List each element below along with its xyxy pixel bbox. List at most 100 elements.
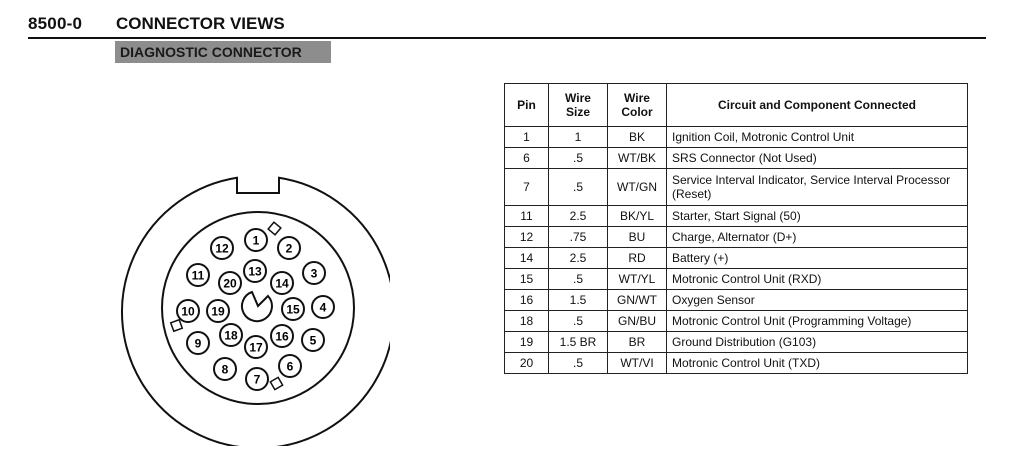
pin-label: 6	[287, 360, 294, 374]
pin-circle	[302, 261, 326, 285]
cell-color: BK	[607, 126, 667, 148]
pin-1: 1	[244, 228, 268, 252]
cell-color: WT/BK	[607, 147, 667, 169]
pin-label: 3	[311, 267, 318, 281]
pin-circle	[278, 354, 302, 378]
table-row: 19 1.5 BR BR Ground Distribution (G103)	[504, 331, 968, 353]
cell-color: GN/BU	[607, 310, 667, 332]
pin-circle	[186, 263, 210, 287]
pin-6: 6	[278, 354, 302, 378]
cell-color: WT/VI	[607, 352, 667, 374]
pin-11: 11	[186, 263, 210, 287]
pin-circle	[176, 299, 200, 323]
pin-9: 9	[186, 331, 210, 355]
pin-15: 15	[281, 297, 305, 321]
header-pin: Pin	[504, 83, 549, 127]
wire-table: Pin Wire Size Wire Color Circuit and Com…	[504, 83, 968, 374]
pin-label: 17	[249, 341, 263, 355]
pin-circle	[244, 335, 268, 359]
cell-circuit: Starter, Start Signal (50)	[666, 205, 968, 227]
cell-circuit: Oxygen Sensor	[666, 289, 968, 311]
pin-circle	[311, 295, 335, 319]
cell-pin: 7	[504, 168, 549, 206]
connector-housing	[121, 176, 390, 446]
key-tab-bottom	[269, 376, 284, 391]
table-row: 18 .5 GN/BU Motronic Control Unit (Progr…	[504, 310, 968, 332]
cell-pin: 19	[504, 331, 549, 353]
connector-face	[161, 211, 355, 405]
pin-label: 16	[275, 330, 289, 344]
pin-label: 14	[275, 277, 289, 291]
cell-pin: 14	[504, 247, 549, 269]
pin-18: 18	[219, 323, 243, 347]
cell-size: .5	[548, 147, 608, 169]
cell-pin: 12	[504, 226, 549, 248]
pin-circle	[301, 328, 325, 352]
pin-circle	[210, 236, 234, 260]
cell-size: .5	[548, 268, 608, 290]
cell-circuit: Service Interval Indicator, Service Inte…	[666, 168, 968, 206]
table-row: 15 .5 WT/YL Motronic Control Unit (RXD)	[504, 268, 968, 290]
cell-size: 2.5	[548, 205, 608, 227]
center-key	[240, 290, 273, 323]
pin-19: 19	[206, 299, 230, 323]
pin-13: 13	[243, 259, 267, 283]
pin-label: 15	[286, 303, 300, 317]
pin-circle	[206, 299, 230, 323]
cell-color: GN/WT	[607, 289, 667, 311]
pin-circle	[186, 331, 210, 355]
pin-label: 19	[211, 305, 225, 319]
table-row: 11 2.5 BK/YL Starter, Start Signal (50)	[504, 205, 968, 227]
pin-8: 8	[213, 357, 237, 381]
pin-3: 3	[302, 261, 326, 285]
table-row: 1 1 BK Ignition Coil, Motronic Control U…	[504, 126, 968, 148]
cell-size: 1.5	[548, 289, 608, 311]
cell-circuit: Ignition Coil, Motronic Control Unit	[666, 126, 968, 148]
pin-label: 12	[215, 242, 229, 256]
key-tab-left	[169, 318, 184, 333]
pin-12: 12	[210, 236, 234, 260]
pin-label: 20	[223, 277, 237, 291]
pin-17: 17	[244, 335, 268, 359]
cell-pin: 16	[504, 289, 549, 311]
section-code: 8500-0	[28, 14, 83, 33]
cell-circuit: Battery (+)	[666, 247, 968, 269]
pin-circle	[245, 367, 269, 391]
pin-label: 1	[253, 234, 260, 248]
header-circuit: Circuit and Component Connected	[666, 83, 968, 127]
pin-circle	[243, 259, 267, 283]
pin-label: 2	[286, 242, 293, 256]
pin-2: 2	[277, 236, 301, 260]
table-header-row: Pin Wire Size Wire Color Circuit and Com…	[504, 83, 968, 127]
header-rule	[28, 37, 986, 39]
pin-circle	[218, 271, 242, 295]
pin-5: 5	[301, 328, 325, 352]
section-title: CONNECTOR VIEWS	[116, 14, 285, 33]
cell-color: BR	[607, 331, 667, 353]
header-wire-color: Wire Color	[607, 83, 667, 127]
pin-10: 10	[176, 299, 200, 323]
pin-label: 10	[181, 305, 195, 319]
cell-pin: 1	[504, 126, 549, 148]
pin-label: 5	[310, 334, 317, 348]
cell-color: RD	[607, 247, 667, 269]
cell-pin: 6	[504, 147, 549, 169]
pin-circle	[270, 324, 294, 348]
cell-color: WT/YL	[607, 268, 667, 290]
table-row: 6 .5 WT/BK SRS Connector (Not Used)	[504, 147, 968, 169]
cell-size: .5	[548, 352, 608, 374]
pin-label: 18	[224, 329, 238, 343]
pin-7: 7	[245, 367, 269, 391]
pin-circle	[219, 323, 243, 347]
cell-circuit: Motronic Control Unit (Programming Volta…	[666, 310, 968, 332]
cell-pin: 15	[504, 268, 549, 290]
connector-subtitle: DIAGNOSTIC CONNECTOR	[115, 41, 331, 63]
cell-circuit: Motronic Control Unit (TXD)	[666, 352, 968, 374]
cell-size: .75	[548, 226, 608, 248]
cell-pin: 18	[504, 310, 549, 332]
cell-color: BU	[607, 226, 667, 248]
pin-4: 4	[311, 295, 335, 319]
cell-pin: 20	[504, 352, 549, 374]
pin-circle	[281, 297, 305, 321]
